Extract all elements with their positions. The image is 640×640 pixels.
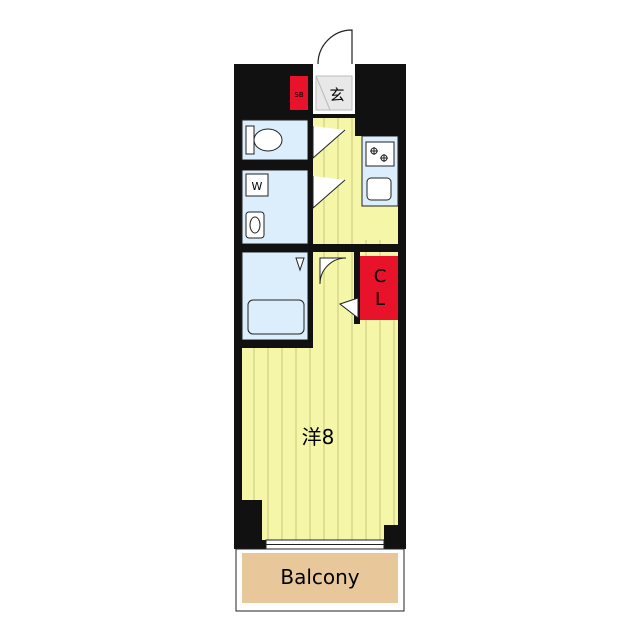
closet-label-l: L	[375, 289, 385, 310]
door-swing-icon	[312, 126, 347, 285]
bathtub-icon	[247, 299, 305, 335]
shoe-box-label: SB	[294, 91, 303, 99]
entrance: 玄	[315, 75, 353, 111]
window	[265, 539, 385, 550]
door-swing-icon	[317, 29, 353, 65]
sink-icon	[245, 211, 265, 239]
closet-label-c: C	[374, 266, 387, 287]
toilet-icon	[245, 125, 283, 155]
shoe-box: SB	[290, 76, 308, 110]
washing-machine-icon: W	[245, 173, 269, 197]
inner-walls	[234, 64, 406, 348]
balcony: Balcony	[235, 548, 405, 612]
kitchen-sink-icon	[366, 177, 392, 201]
toilet-room	[241, 119, 309, 161]
kitchen-counter	[361, 135, 399, 207]
wash-room: W	[241, 169, 309, 245]
entrance-label: 玄	[329, 86, 344, 104]
balcony-label: Balcony	[280, 565, 359, 589]
closet: C L	[338, 252, 398, 324]
washer-label: W	[252, 180, 263, 193]
bathroom	[241, 251, 309, 341]
room-label: 洋8	[302, 425, 335, 449]
kitchen-stove-icon	[365, 141, 395, 167]
